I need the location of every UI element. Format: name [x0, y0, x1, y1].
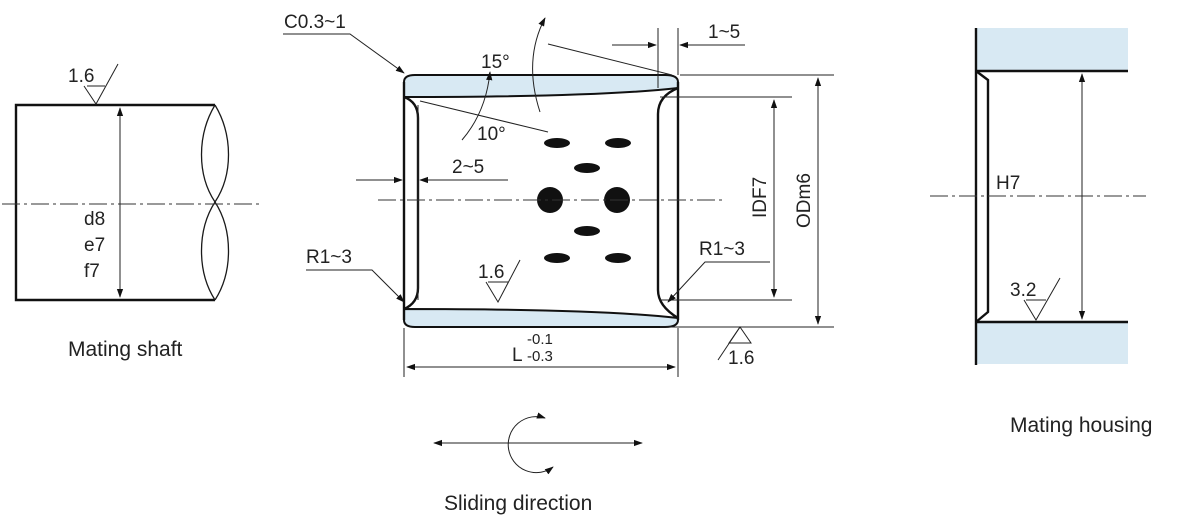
sliding-direction: Sliding direction: [433, 412, 643, 515]
dim-1-5-label: 1~5: [708, 22, 740, 43]
housing-roughness-value: 3.2: [1010, 280, 1036, 301]
chamfer-label: C0.3~1: [284, 12, 346, 33]
length-upper-tolerance: -0.1: [527, 331, 553, 348]
shaft-tolerance-d8: d8: [84, 209, 105, 230]
angle-10-arc: [461, 71, 493, 141]
housing-roughness-symbol: [1023, 277, 1061, 321]
sliding-caption: Sliding direction: [444, 492, 592, 515]
angle-10-line: [419, 100, 549, 133]
bushing-top-wall: [403, 74, 679, 99]
dim-2-5-label: 2~5: [452, 157, 484, 178]
shaft-outline: [14, 103, 215, 302]
bushing: C0.3~1 15° 10° 1~5 2~5 IDF7 ODm6 R1~3 R1…: [283, 12, 834, 377]
chamfer-leader: [283, 33, 405, 74]
shaft-tolerance-f7: f7: [84, 261, 100, 282]
angle-15-line: [547, 43, 673, 76]
shaft-tolerance-e7: e7: [84, 235, 105, 256]
housing-caption: Mating housing: [1010, 414, 1152, 437]
bushing-bottom-wall: [403, 307, 679, 328]
length-lower-tolerance: -0.3: [527, 348, 553, 365]
rotation-arrow: [507, 412, 554, 475]
angle-10-label: 10°: [477, 124, 506, 145]
bushing-inner-left: [403, 95, 420, 311]
outer-roughness-symbol: [660, 326, 760, 361]
shaft-roughness-symbol: [83, 63, 119, 105]
mating-shaft: 1.6 d8 e7 f7 Mating shaft: [2, 63, 262, 361]
radius-left-leader: [306, 269, 405, 303]
outer-roughness-value: 1.6: [728, 348, 754, 369]
shaft-caption: Mating shaft: [68, 338, 183, 361]
od-label: ODm6: [794, 173, 815, 228]
shaft-roughness-value: 1.6: [68, 66, 94, 87]
inner-roughness-value: 1.6: [478, 262, 504, 283]
housing-bottom-band: [976, 322, 1128, 364]
shaft-break-right: [200, 104, 230, 301]
inner-roughness-symbol: [485, 259, 521, 304]
angle-15-arc: [532, 17, 546, 113]
radius-left-label: R1~3: [306, 247, 352, 268]
radius-right-label: R1~3: [699, 239, 745, 260]
length-label: L: [512, 345, 523, 366]
mating-housing: H7 3.2 Mating housing: [930, 28, 1152, 437]
lubricant-plugs: [537, 138, 631, 263]
angle-15-label: 15°: [481, 52, 510, 73]
bushing-inner-right: [656, 86, 679, 320]
radius-right-leader: [667, 261, 770, 303]
housing-top-band: [976, 28, 1128, 71]
id-label: IDF7: [750, 177, 771, 218]
housing-tolerance: H7: [996, 173, 1020, 194]
